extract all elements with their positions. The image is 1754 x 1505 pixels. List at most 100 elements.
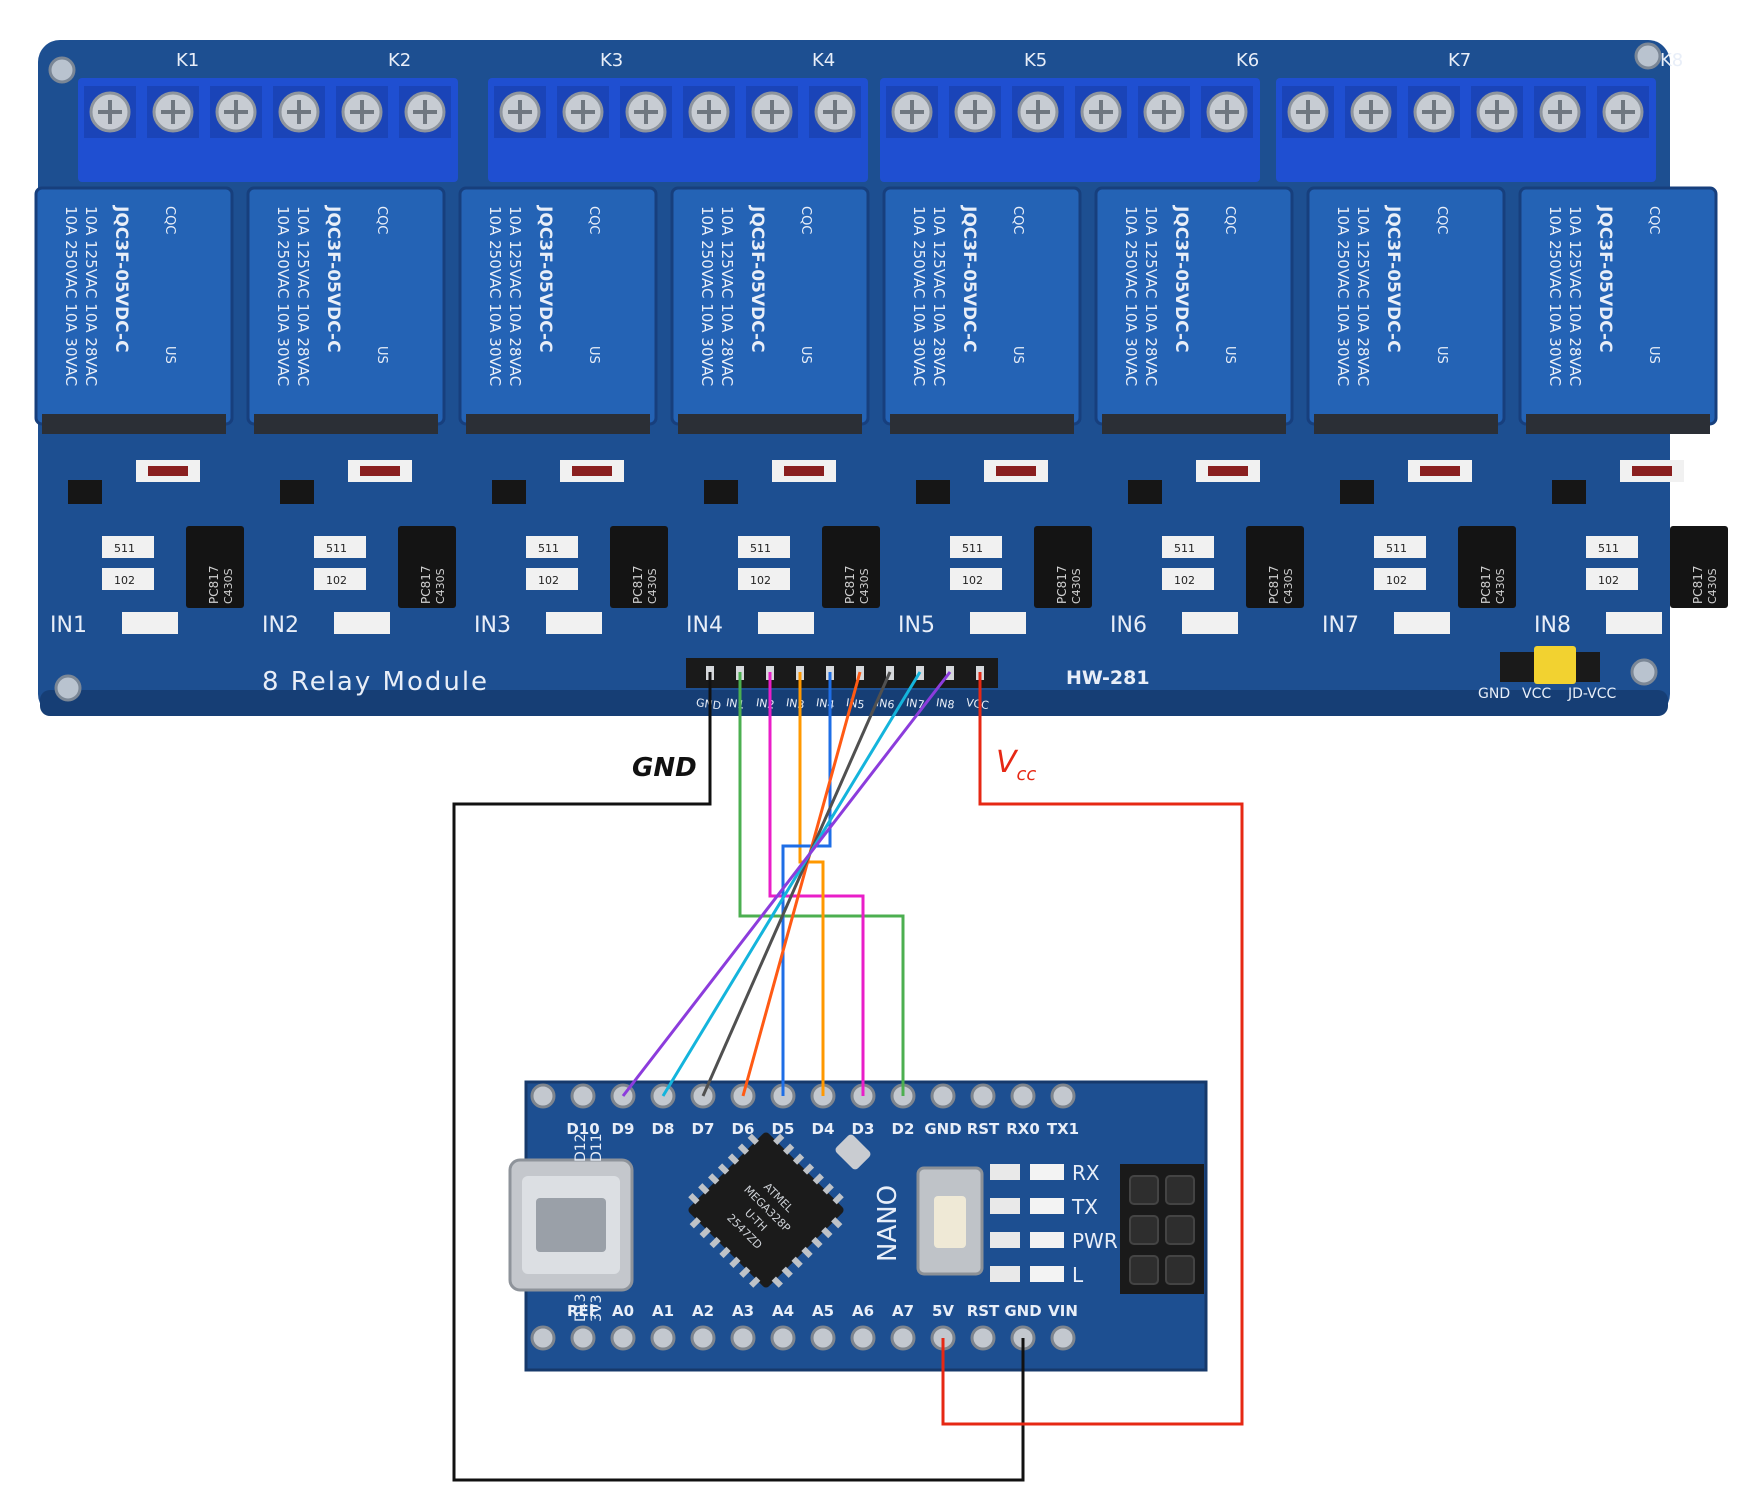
input-label-5: IN5 (898, 613, 935, 638)
optocoupler (1458, 526, 1516, 608)
nano-bottom-pin-a5: A5 (812, 1302, 834, 1320)
relay-line1: 10A 250VAC 10A 30VAC (486, 206, 504, 386)
chip-pin (709, 1236, 721, 1249)
relay-line1: 10A 250VAC 10A 30VAC (274, 206, 292, 386)
relay-line1: 10A 250VAC 10A 30VAC (1546, 206, 1564, 386)
mounting-hole (1630, 658, 1658, 686)
resistor (526, 536, 578, 558)
led-label-rx: RX (1072, 1161, 1100, 1185)
relay-part: JQC3F-05VDC-C (747, 205, 767, 353)
nano-pcb (526, 1082, 1206, 1370)
nano-top-pin-d3: D3 (852, 1120, 875, 1138)
chip-pin (688, 1193, 700, 1205)
relay-line2: 10A 125VAC 10A 28VAC (1142, 206, 1160, 386)
chip-pin (719, 1246, 731, 1259)
wire-vcc-5v (941, 672, 1244, 1426)
relay-label-6: K6 (1236, 50, 1259, 71)
led-label-tx: TX (1071, 1195, 1098, 1219)
jumper-cap (1534, 646, 1576, 684)
chip-pin (801, 1246, 813, 1259)
relay-line2: 10A 125VAC 10A 28VAC (506, 206, 524, 386)
vcc-annotation-sub: cc (1017, 764, 1037, 785)
chip-pin (727, 1153, 740, 1165)
crystal (835, 1134, 871, 1170)
transistor (916, 480, 950, 504)
relay-base (1314, 414, 1498, 434)
resistor-code: 102 (538, 574, 559, 587)
side-label-3v3: 3V3 (589, 1295, 605, 1322)
relay-part: JQC3F-05VDC-C (1383, 205, 1403, 353)
icsp-pin (1129, 1215, 1159, 1245)
smd-resistor (990, 1198, 1020, 1214)
reset-button[interactable] (916, 1166, 984, 1276)
relay-line2: 10A 125VAC 10A 28VAC (82, 206, 100, 386)
chip-pin (747, 1133, 759, 1145)
diode-body (996, 466, 1036, 476)
nano-top-pin-rx0: RX0 (1006, 1120, 1040, 1138)
optocoupler (822, 526, 880, 608)
relay-board-model: HW-281 (1066, 667, 1150, 689)
wire-in2-d3 (768, 672, 865, 1096)
optocoupler (610, 526, 668, 608)
input-label-4: IN4 (686, 613, 723, 638)
transistor (68, 480, 102, 504)
nano-top-pin-d2: D2 (892, 1120, 915, 1138)
relay-base (678, 414, 862, 434)
jumper-label-vcc: VCC (1522, 686, 1551, 702)
header-pin-label: IN4 (815, 696, 835, 711)
resistor (1586, 568, 1638, 590)
resistor (950, 536, 1002, 558)
nano-pin-hole (530, 1083, 556, 1109)
nano-pin-hole (970, 1083, 996, 1109)
relay-cert: US (162, 346, 177, 364)
relay-brand: CQC (162, 206, 177, 234)
nano-bottom-pin-a2: A2 (692, 1302, 714, 1320)
chip-pin (822, 1183, 834, 1195)
opto-line1: PC817 (1267, 565, 1281, 604)
nano-label: NANO (873, 1185, 903, 1262)
relay-brand: CQC (1222, 206, 1237, 234)
nano-top-pin-rst: RST (967, 1120, 1000, 1138)
nano-top-pin-d5: D5 (772, 1120, 795, 1138)
resistor (526, 568, 578, 590)
relay-part: JQC3F-05VDC-C (111, 205, 131, 353)
opto-line2: C430S (1706, 568, 1719, 604)
header-pin-text: IN7 (905, 696, 925, 711)
relay-line1: 10A 250VAC 10A 30VAC (1334, 206, 1352, 386)
nano-pin-hole (970, 1325, 996, 1351)
resistor-code: 102 (1598, 574, 1619, 587)
usb-c-port[interactable] (508, 1158, 634, 1292)
chip-pin (698, 1183, 710, 1195)
relay-cert: US (1434, 346, 1449, 364)
nano-pin-hole (730, 1325, 756, 1351)
resistor-code: 511 (750, 542, 771, 555)
diode-body (1208, 466, 1248, 476)
nano-bottom-pin-rst: RST (967, 1302, 1000, 1320)
chip-pin (831, 1217, 843, 1229)
opto-line2: C430S (434, 568, 447, 604)
status-led (758, 612, 814, 634)
status-led (122, 612, 178, 634)
relay-line1: 10A 250VAC 10A 30VAC (910, 206, 928, 386)
nano-top-pin-d4: D4 (812, 1120, 835, 1138)
relay-part: JQC3F-05VDC-C (959, 205, 979, 353)
nano-pin-hole (890, 1325, 916, 1351)
relay-board-title: 8 Relay Module (262, 667, 489, 697)
smd-resistor (990, 1164, 1020, 1180)
nano-pin-hole (930, 1083, 956, 1109)
opto-line2: C430S (646, 568, 659, 604)
resistor-code: 511 (1598, 542, 1619, 555)
jumper-label-gnd: GND (1478, 686, 1510, 702)
chip-pin (771, 1276, 783, 1288)
nano-pin-hole (530, 1325, 556, 1351)
nano-pin-hole (650, 1325, 676, 1351)
relay-line2: 10A 125VAC 10A 28VAC (294, 206, 312, 386)
relay-label-7: K7 (1448, 50, 1471, 71)
chip-pin (811, 1236, 823, 1249)
